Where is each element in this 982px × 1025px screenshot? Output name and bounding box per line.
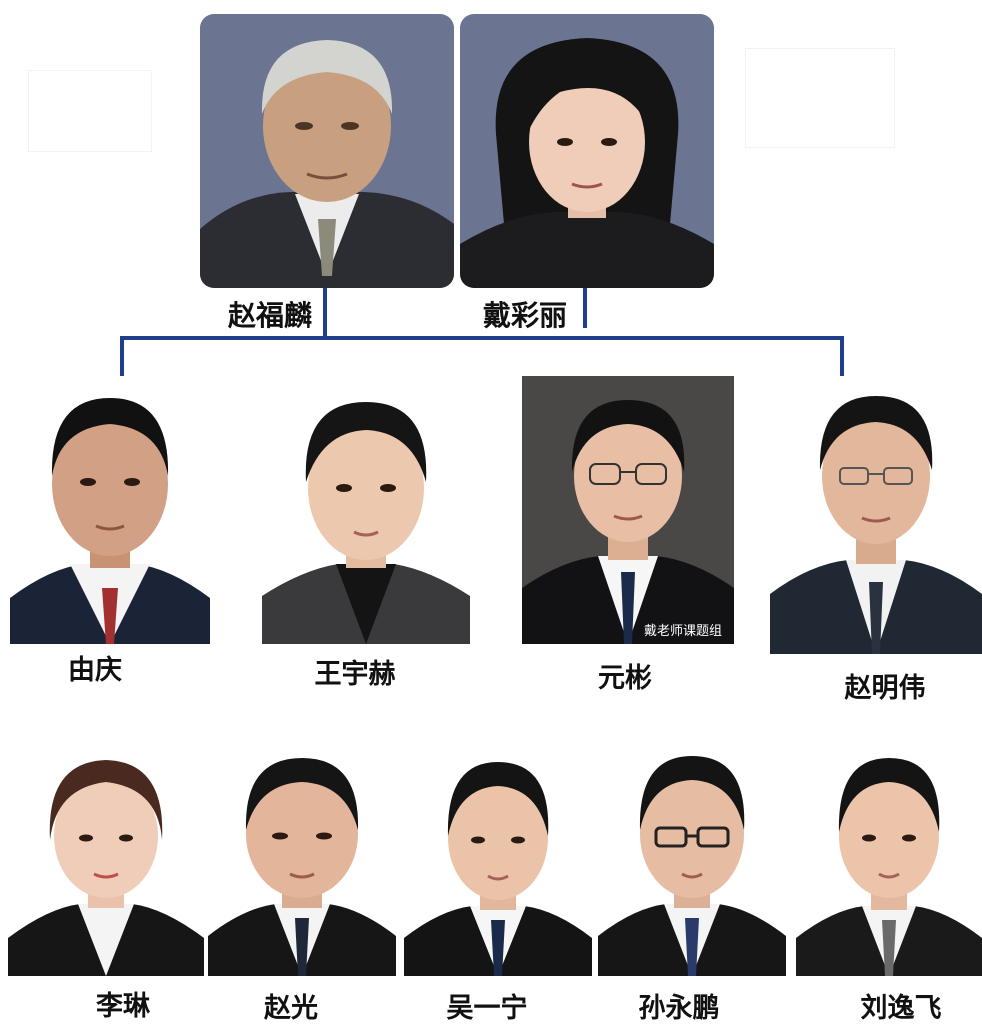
portrait-member-3	[522, 376, 734, 644]
member-name-2: 王宇赫	[314, 659, 396, 690]
blank-frame-left	[28, 70, 152, 152]
portrait-member-2	[262, 376, 470, 644]
member-name-5: 李琳	[96, 991, 150, 1022]
mentor-name-2: 戴彩丽	[482, 299, 567, 332]
portrait-member-6	[208, 746, 396, 976]
portrait-member-4	[770, 378, 982, 654]
watermark-text: 戴老师课题组	[644, 624, 723, 639]
mentor-name-1: 赵福麟	[227, 299, 312, 332]
portrait-mentor-1	[200, 14, 454, 288]
member-name-9: 刘逸飞	[860, 993, 942, 1024]
blank-frame-right	[745, 48, 895, 148]
member-name-4: 赵明伟	[844, 673, 926, 704]
member-name-1: 由庆	[68, 655, 122, 686]
portrait-member-8	[598, 746, 786, 976]
connector-left-vertical	[323, 288, 327, 340]
connector-drop-left	[120, 336, 124, 376]
portrait-member-5	[8, 744, 204, 976]
member-name-7: 吴一宁	[446, 993, 528, 1024]
connector-horizontal	[120, 336, 844, 340]
connector-drop-right	[840, 336, 844, 376]
connector-right-vertical	[583, 288, 587, 328]
member-name-6: 赵光	[264, 993, 318, 1024]
portrait-mentor-2	[460, 14, 714, 288]
member-name-3: 元彬	[598, 663, 652, 694]
portrait-member-9	[796, 746, 982, 976]
portrait-member-1	[10, 376, 210, 644]
portrait-member-7	[404, 752, 592, 976]
member-name-8: 孙永鹏	[638, 993, 720, 1024]
